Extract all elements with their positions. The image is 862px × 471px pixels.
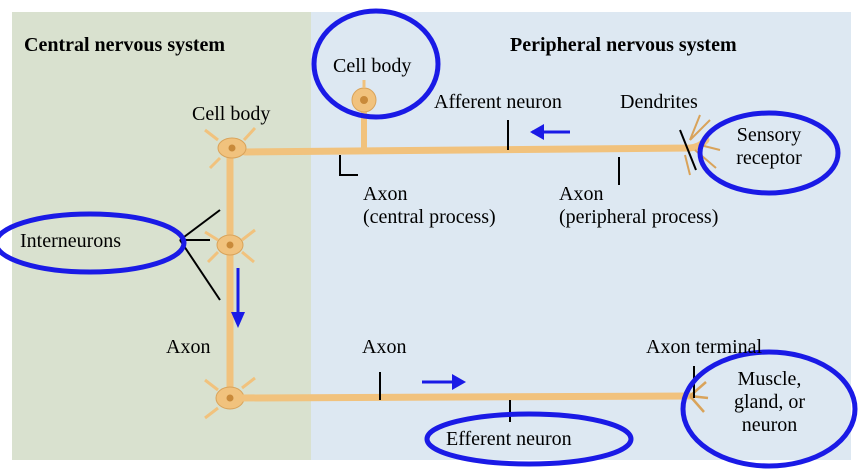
- sensory-receptor-line-2: receptor: [736, 147, 802, 169]
- axon-central-line-1: Axon: [363, 183, 408, 205]
- efferent-neuron: [236, 381, 709, 413]
- axon-peripheral-line-2: (peripheral process): [559, 206, 719, 228]
- central-nervous-system-region: [12, 12, 311, 460]
- cns-cell-body-label: Cell body: [192, 103, 271, 125]
- dendrites-label: Dendrites: [620, 91, 698, 113]
- cns-axon-label: Axon: [166, 336, 211, 358]
- sensory-receptor-label: Sensory receptor: [714, 124, 824, 170]
- interneuron-chain: [204, 126, 257, 420]
- effector-line-1: Muscle,: [737, 368, 802, 390]
- peripheral-nervous-system-title: Peripheral nervous system: [510, 34, 737, 56]
- peripheral-nervous-system-region: [311, 12, 851, 460]
- sensory-receptor-line-1: Sensory: [736, 124, 802, 146]
- axon-peripheral-process-label: Axon (peripheral process): [559, 183, 718, 229]
- axon-peripheral-line-1: Axon: [559, 183, 604, 205]
- afferent-neuron-label: Afferent neuron: [434, 91, 562, 113]
- sensory-cell-body-label: Cell body: [333, 55, 412, 77]
- central-nervous-system-title: Central nervous system: [24, 34, 226, 56]
- axon-central-process-label: Axon (central process): [363, 183, 496, 229]
- effector-line-3: neuron: [741, 414, 798, 436]
- interneurons-label: Interneurons: [20, 230, 122, 252]
- efferent-neuron-label: Efferent neuron: [446, 428, 572, 450]
- effector-label: Muscle, gland, or neuron: [712, 368, 827, 437]
- axon-central-line-2: (central process): [363, 206, 496, 228]
- leader-lines: [179, 120, 695, 422]
- signal-direction-arrows: [231, 124, 570, 390]
- axon-terminal-label: Axon terminal: [646, 336, 763, 358]
- effector-line-2: gland, or: [733, 391, 806, 413]
- annotation-circles: [0, 8, 858, 469]
- efferent-axon-label: Axon: [362, 336, 407, 358]
